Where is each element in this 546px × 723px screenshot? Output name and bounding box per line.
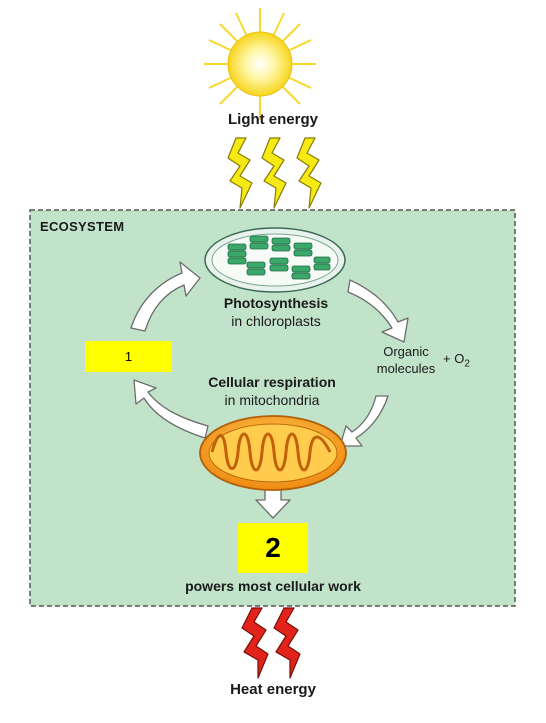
answer-box-1[interactable]: 1	[85, 341, 172, 372]
light-energy-label: Light energy	[227, 111, 318, 128]
photosynthesis-title: Photosynthesis	[223, 295, 329, 311]
powers-work-label: powers most cellular work	[185, 578, 361, 594]
organic-line-1: Organic	[383, 344, 429, 359]
cycle-arrows	[130, 261, 409, 519]
organic-line-2: molecules	[376, 361, 436, 376]
answer-box-2[interactable]: 2	[238, 523, 308, 573]
heat-energy-label: Heat energy	[230, 681, 316, 698]
light-bolts	[227, 137, 322, 209]
respiration-title: Cellular respiration	[208, 374, 336, 390]
chloroplast-icon	[204, 227, 346, 293]
respiration-subtitle: in mitochondria	[224, 392, 320, 408]
sun-icon	[204, 8, 316, 120]
oxygen-label: + O2	[443, 351, 470, 370]
organic-molecules-label: Organic molecules	[366, 343, 446, 377]
photosynthesis-subtitle: in chloroplasts	[231, 313, 321, 329]
mitochondrion-icon	[199, 415, 347, 491]
plus-o: + O	[443, 351, 465, 366]
ecosystem-label: ECOSYSTEM	[40, 219, 125, 234]
o2-subscript: 2	[464, 358, 470, 370]
heat-bolts	[241, 607, 301, 679]
